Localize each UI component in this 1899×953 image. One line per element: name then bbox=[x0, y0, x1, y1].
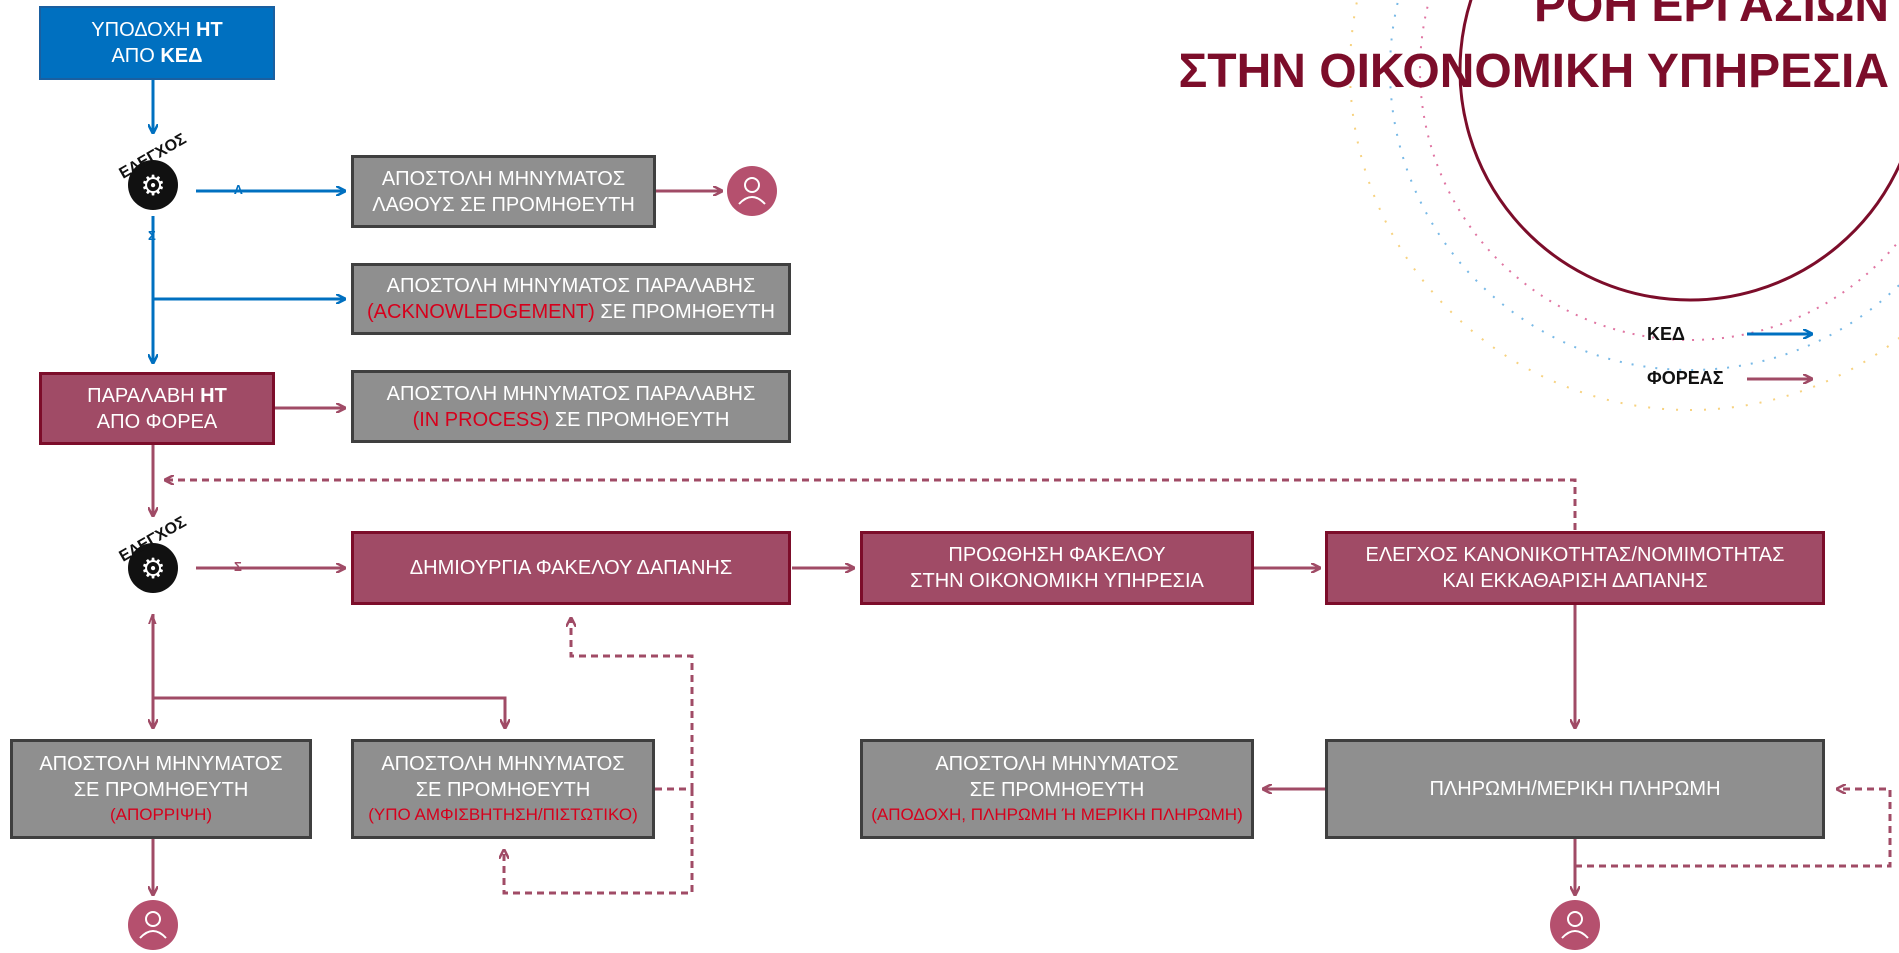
supplier-avatar-icon-3 bbox=[1550, 900, 1600, 950]
node-inprocess-message[interactable]: ΑΠΟΣΤΟΛΗ ΜΗΝΥΜΑΤΟΣ ΠΑΡΑΛΑΒΗΣ (IN PROCESS… bbox=[351, 370, 791, 443]
check-gear-icon-2: ⚙ bbox=[128, 543, 178, 593]
title-line-2: ΣΤΗΝ ΟΙΚΟΝΟΜΙΚΗ ΥΠΗΡΕΣΙΑ bbox=[1178, 45, 1889, 98]
branch-lambda-1: Λ bbox=[234, 182, 243, 197]
title-line-1: ΡΟΗ ΕΡΓΑΣΙΩΝ bbox=[1534, 0, 1889, 32]
legend-foreas-label: ΦΟΡΕΑΣ bbox=[1647, 368, 1724, 388]
node-legality-check[interactable]: ΕΛΕΓΧΟΣ ΚΑΝΟΝΙΚΟΤΗΤΑΣ/ΝΟΜΙΜΟΤΗΤΑΣ ΚΑΙ ΕΚ… bbox=[1325, 531, 1825, 605]
check-gear-icon-1: ⚙ bbox=[128, 160, 178, 210]
node-accept-message[interactable]: ΑΠΟΣΤΟΛΗ ΜΗΝΥΜΑΤΟΣ ΣΕ ΠΡΟΜΗΘΕΥΤΗ (ΑΠΟΔΟΧ… bbox=[860, 739, 1254, 839]
node-payment[interactable]: ΠΛΗΡΩΜΗ/ΜΕΡΙΚΗ ΠΛΗΡΩΜΗ bbox=[1325, 739, 1825, 839]
node-forward-folder[interactable]: ΠΡΟΩΘΗΣΗ ΦΑΚΕΛΟΥ ΣΤΗΝ ΟΙΚΟΝΟΜΙΚΗ ΥΠΗΡΕΣΙ… bbox=[860, 531, 1254, 605]
node-create-folder[interactable]: ΔΗΜΙΟΥΡΓΙΑ ΦΑΚΕΛΟΥ ΔΑΠΑΝΗΣ bbox=[351, 531, 791, 605]
node-receive-ked[interactable]: ΥΠΟΔΟΧΗ ΗΤ ΑΠΟ ΚΕΔ bbox=[39, 6, 275, 80]
node-reject-message[interactable]: ΑΠΟΣΤΟΛΗ ΜΗΝΥΜΑΤΟΣ ΣΕ ΠΡΟΜΗΘΕΥΤΗ (ΑΠΟΡΡΙ… bbox=[10, 739, 312, 839]
supplier-avatar-icon-2 bbox=[128, 900, 178, 950]
branch-sigma-2: Σ bbox=[234, 559, 242, 574]
node-ack-message[interactable]: ΑΠΟΣΤΟΛΗ ΜΗΝΥΜΑΤΟΣ ΠΑΡΑΛΑΒΗΣ (ACKNOWLEDG… bbox=[351, 263, 791, 335]
node-receive-foreas[interactable]: ΠΑΡΑΛΑΒΗ ΗΤ ΑΠΟ ΦΟΡΕΑ bbox=[39, 372, 275, 445]
branch-lambda-2: Λ bbox=[148, 612, 157, 627]
branch-sigma-1: Σ bbox=[148, 228, 156, 243]
legend-ked-label: ΚΕΔ bbox=[1647, 324, 1685, 344]
node-error-message[interactable]: ΑΠΟΣΤΟΛΗ ΜΗΝΥΜΑΤΟΣ ΛΑΘΟΥΣ ΣΕ ΠΡΟΜΗΘΕΥΤΗ bbox=[351, 155, 656, 228]
node-dispute-message[interactable]: ΑΠΟΣΤΟΛΗ ΜΗΝΥΜΑΤΟΣ ΣΕ ΠΡΟΜΗΘΕΥΤΗ (ΥΠΟ ΑΜ… bbox=[351, 739, 655, 839]
supplier-avatar-icon-1 bbox=[727, 166, 777, 216]
